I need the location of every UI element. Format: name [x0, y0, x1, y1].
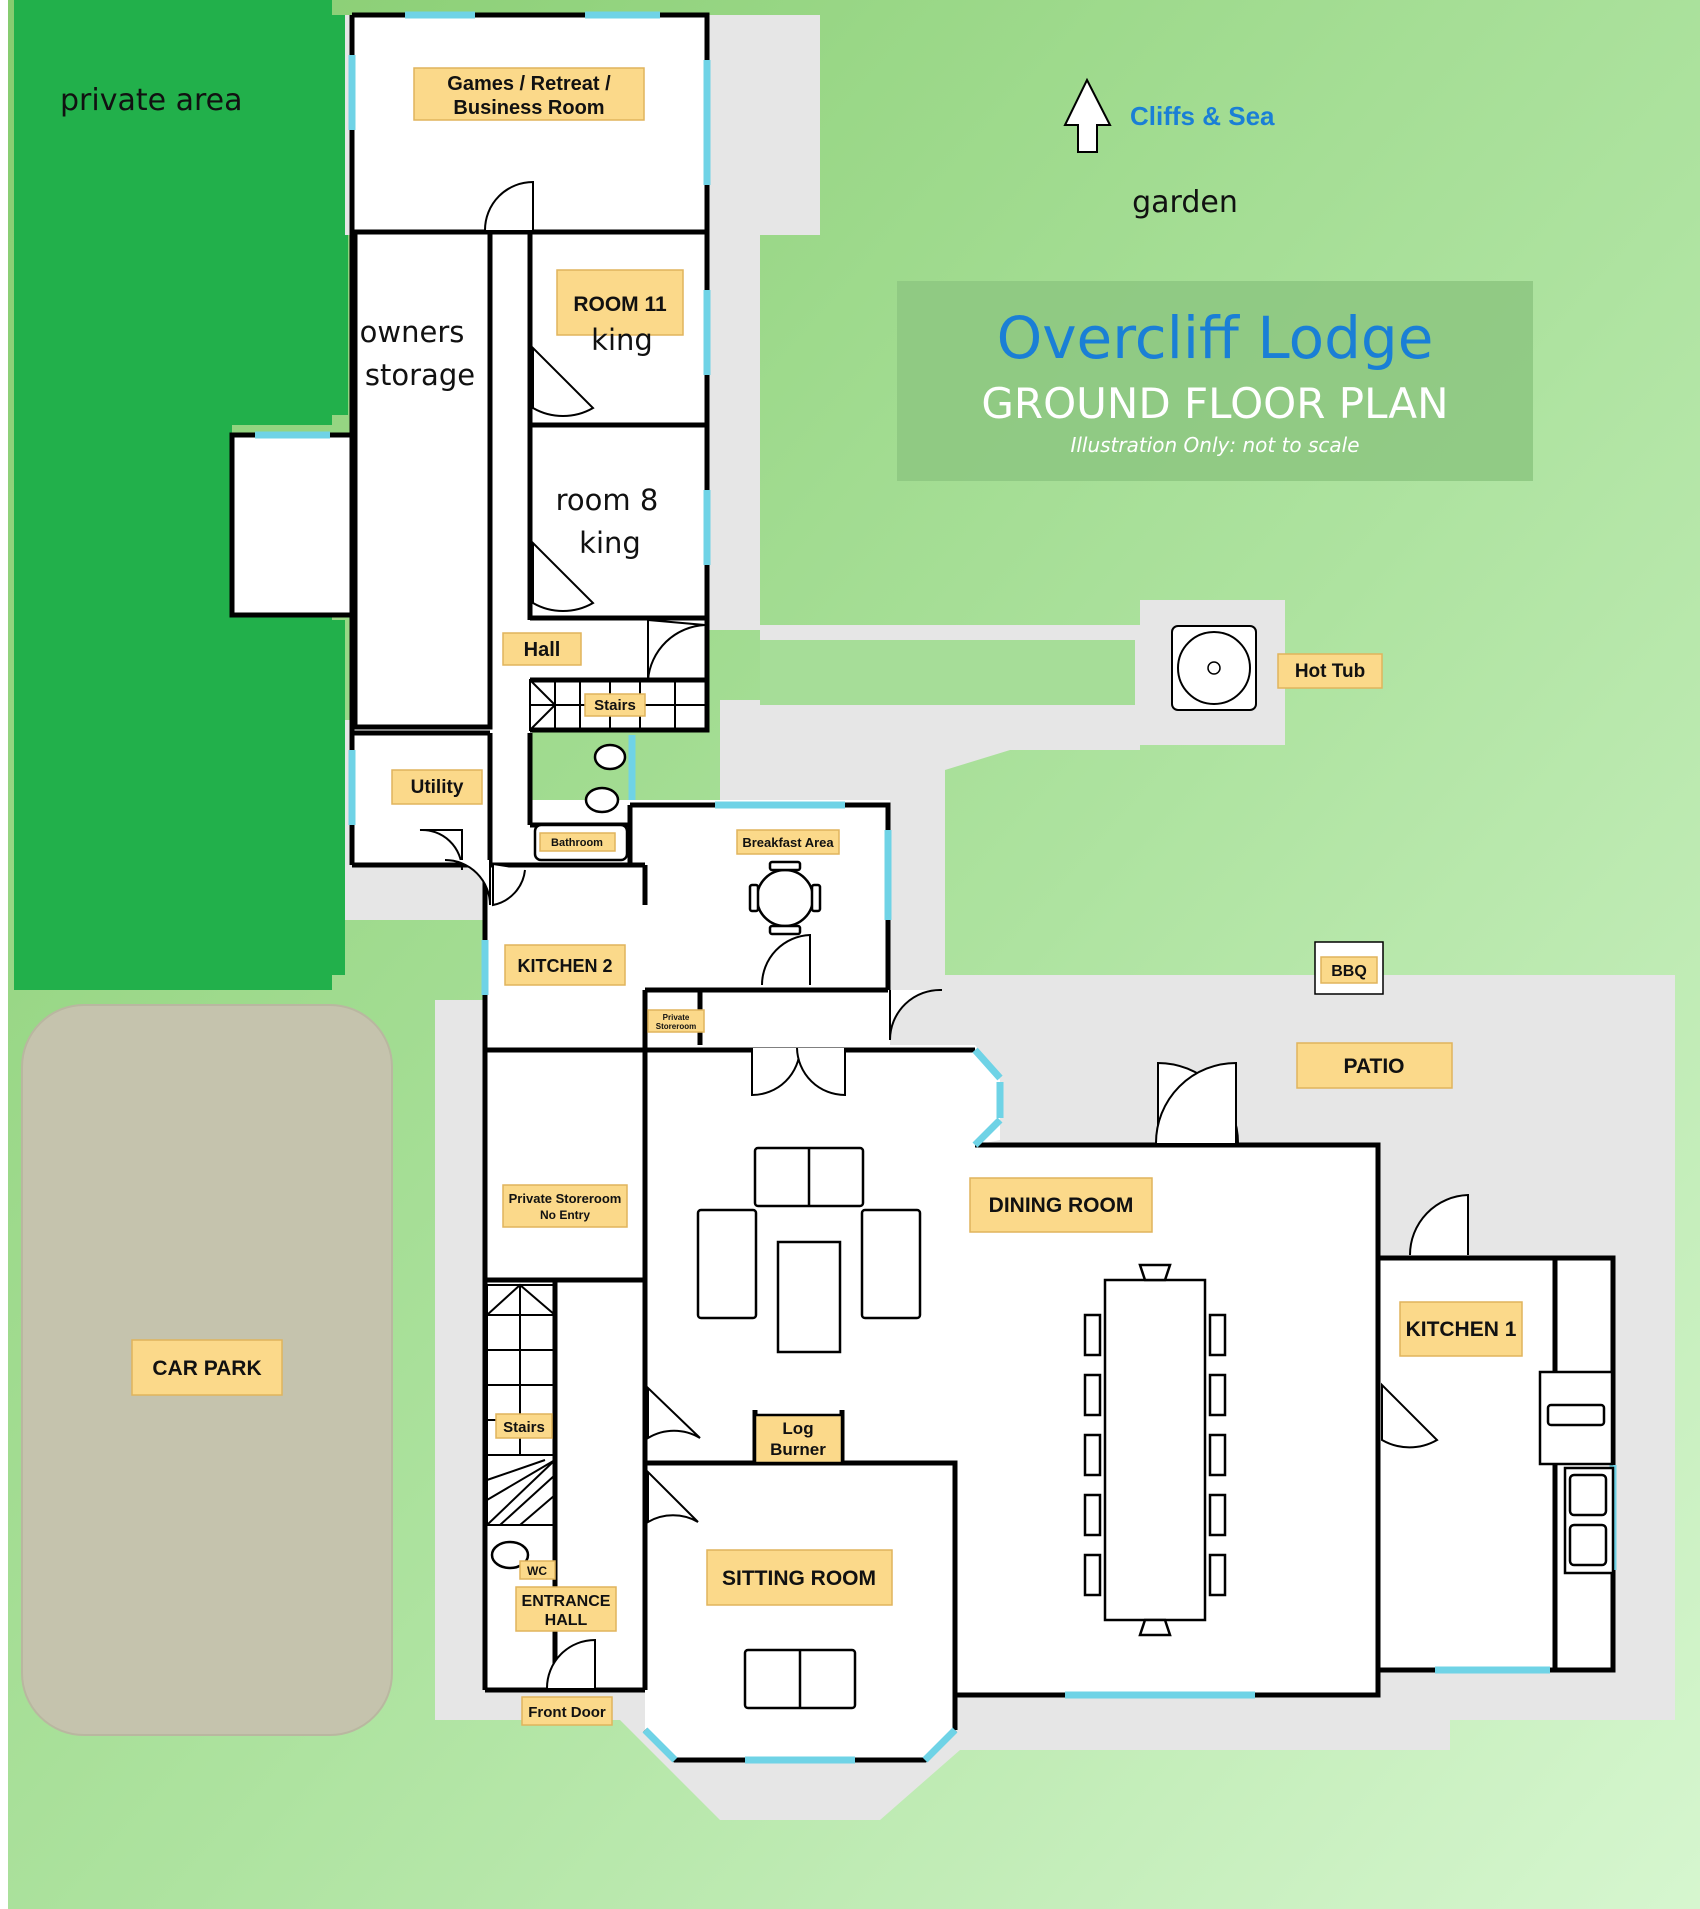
entrance-hall-label-2: HALL [545, 1612, 588, 1629]
bbq-label: BBQ [1331, 963, 1367, 980]
hot-tub-label: Hot Tub [1295, 661, 1365, 682]
room-11-label: ROOM 11 [573, 293, 667, 316]
private-storeroom-label: Private Storeroom [509, 1191, 622, 1206]
sitting-room-label: SITTING ROOM [722, 1567, 876, 1590]
log-burner-label-2: Burner [770, 1440, 826, 1459]
wc-label: WC [527, 1564, 547, 1578]
wc-toilet [490, 1540, 530, 1570]
private-storeroom-label-2: No Entry [540, 1208, 590, 1222]
log-burner-label: Log [782, 1419, 813, 1438]
cliffs-sea-label: Cliffs & Sea [1130, 101, 1275, 131]
stairs-upper-label: Stairs [594, 697, 636, 714]
plan-title: Overcliff Lodge [997, 304, 1434, 372]
kitchen-1-label: KITCHEN 1 [1406, 1318, 1517, 1341]
dining-table [1083, 1263, 1227, 1637]
room-labels: Games / Retreat / Business Room ROOM 11 … [131, 67, 1523, 1726]
north-arrow-icon [1063, 77, 1112, 153]
private-storeroom-small-label-2: Storeroom [656, 1022, 696, 1031]
private-storeroom-small-label: Private [663, 1013, 690, 1022]
front-door-label: Front Door [528, 1704, 606, 1721]
garden-label: garden [1132, 185, 1238, 220]
doors [419, 180, 1469, 1689]
car-park-label: CAR PARK [152, 1357, 261, 1380]
dining-room-label: DINING ROOM [989, 1194, 1134, 1217]
living-furniture [696, 1146, 922, 1710]
kitchen-fixtures [1538, 1370, 1615, 1575]
room-8-label: room 8 [556, 483, 659, 517]
owners-storage-label: owners [360, 315, 465, 349]
bathroom-label: Bathroom [551, 837, 603, 849]
entrance-hall-label: ENTRANCE [522, 1593, 611, 1610]
hall-label: Hall [524, 639, 561, 661]
patio-label: PATIO [1343, 1055, 1404, 1078]
plan-note: Illustration Only: not to scale [1070, 433, 1359, 457]
hot-tub [1171, 625, 1257, 711]
utility-label: Utility [411, 777, 464, 798]
room-11-bed: king [591, 323, 653, 357]
private-area-label: private area [60, 83, 243, 118]
owners-storage-label-2: storage [365, 358, 475, 392]
windows [255, 11, 1617, 1764]
private-area [14, 0, 348, 990]
breakfast-area-label: Breakfast Area [742, 835, 834, 850]
room-8-bed: king [579, 526, 641, 560]
plan-subtitle: GROUND FLOOR PLAN [981, 379, 1448, 428]
kitchen-2-label: KITCHEN 2 [517, 956, 612, 976]
games-room-label-2: Business Room [453, 97, 604, 119]
stairs-lower-label: Stairs [503, 1419, 545, 1436]
games-room-label: Games / Retreat / [447, 73, 611, 95]
title-panel [897, 281, 1533, 481]
breakfast-table [748, 860, 822, 936]
